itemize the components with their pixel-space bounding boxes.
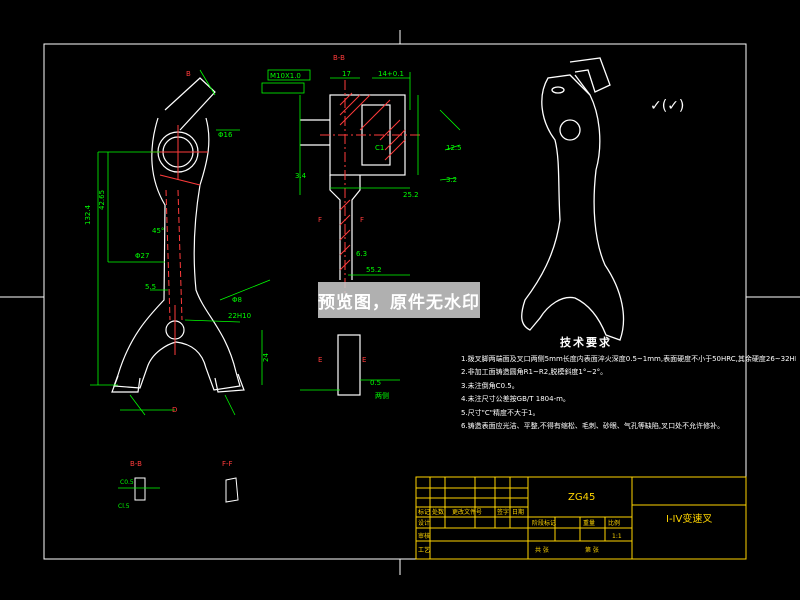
dim-3-2: 3.2	[446, 176, 457, 184]
tb-cell-1: 处数	[432, 508, 444, 516]
svg-text:B-B: B-B	[333, 54, 345, 62]
tb-cell-7: 工艺	[418, 546, 430, 554]
front-view-section-marks: B D	[172, 70, 191, 414]
tech-requirement-2: 2.非加工面铸造圆角R1~R2,脱模斜度1°~2°。	[461, 368, 608, 376]
front-view-centerlines	[150, 125, 208, 355]
dim-55-2: 55.2	[366, 266, 382, 274]
dim-132-4: 132.4	[84, 204, 92, 225]
side-view-dim-labels: M10X1.0 17 14+0.1 12.5 3.2 6.3 55.2 C1 0…	[270, 70, 462, 400]
title-block-part-name: I-IV变速叉	[666, 512, 712, 525]
tech-requirement-5: 5.尺寸"C"精度不大于1。	[461, 408, 540, 417]
dim-42-65: 42.65	[98, 190, 106, 210]
dim-cl5: Cl.5	[118, 503, 130, 510]
svg-text:E: E	[362, 356, 366, 364]
dim-3-4: 3.4	[295, 172, 307, 180]
side-view: M10X1.0 17 14+0.1 12.5 3.2 6.3 55.2 C1 0…	[261, 54, 462, 400]
dim-25-2: 25.2	[403, 191, 419, 199]
tb-cell-11: 1:1	[612, 533, 622, 540]
svg-text:F: F	[360, 216, 364, 224]
tech-requirement-1: 1.拨叉脚两端面及叉口两侧5mm长度内表面淬火深度0.5~1mm,表面硬度不小于…	[461, 354, 796, 363]
title-block	[415, 476, 747, 560]
dim-m10x1: M10X1.0	[270, 72, 301, 80]
dim-phi16: Φ16	[218, 131, 233, 139]
svg-text:F: F	[318, 216, 322, 224]
section-label-two-sides: 两侧	[375, 391, 389, 400]
side-view-outline	[300, 94, 406, 396]
front-view-dimensions	[90, 69, 271, 416]
dim-phi8: Φ8	[232, 296, 242, 304]
dim-c1: C1	[375, 144, 384, 152]
tech-requirement-4: 4.未注尺寸公差按GB/T 1804-m。	[461, 395, 570, 403]
section-view-f: F-F	[222, 460, 239, 503]
tb-cell-8: 阶段标记	[532, 519, 556, 527]
tb-cell-4: 日期	[512, 508, 524, 516]
tech-requirements: 技术要求 1.拨叉脚两端面及叉口两侧5mm长度内表面淬火深度0.5~1mm,表面…	[461, 336, 796, 434]
dim-14-01: 14+0.1	[378, 70, 404, 78]
side-view-section-marks: B-B F F E E	[318, 54, 366, 364]
dim-6-3: 6.3	[356, 250, 367, 258]
isometric-view	[521, 57, 625, 341]
drawing-frame	[0, 30, 800, 575]
title-block-cells: 标记 处数 更改文件号 签字 日期 设计 审核 工艺 阶段标记 重量 比例 1:…	[418, 508, 622, 554]
front-view-dim-labels: 132.4 42.65 Φ16 Φ27 5.5 Φ8 22H10 24 45°	[84, 131, 270, 362]
section-label-b: B-B	[130, 460, 142, 468]
front-view: 132.4 42.65 Φ16 Φ27 5.5 Φ8 22H10 24 45° …	[84, 69, 271, 416]
svg-text:E: E	[318, 356, 322, 364]
tb-cell-9: 重量	[583, 519, 595, 527]
svg-text:D: D	[172, 406, 177, 414]
tb-cell-13: 第 张	[585, 546, 599, 554]
tb-cell-3: 签字	[497, 508, 509, 516]
dim-17: 17	[342, 70, 351, 78]
tech-requirements-title: 技术要求	[560, 336, 612, 349]
side-view-dimensions	[261, 69, 461, 391]
dim-22h10: 22H10	[228, 312, 251, 320]
tb-cell-10: 比例	[608, 519, 620, 527]
dim-phi27: Φ27	[135, 252, 149, 260]
title-block-material: ZG45	[568, 492, 595, 503]
tb-cell-12: 共 张	[535, 546, 549, 554]
tb-cell-0: 标记	[418, 508, 430, 516]
tb-cell-5: 设计	[418, 519, 430, 527]
dim-5-5: 5.5	[145, 283, 156, 291]
dim-24: 24	[262, 353, 270, 362]
side-view-hatch	[320, 80, 420, 300]
section-view-b: B-B C0.5 Cl.5	[118, 460, 160, 510]
tech-requirement-3: 3.未注倒角C0.5。	[461, 381, 519, 390]
dim-c05: C0.5	[120, 479, 134, 486]
preview-watermark: 预览图，原件无水印	[318, 282, 480, 318]
roughness-symbol: ✓(✓)	[650, 98, 684, 114]
dim-12-5: 12.5	[446, 144, 462, 152]
dim-45deg: 45°	[152, 227, 164, 235]
tb-cell-6: 审核	[418, 532, 430, 540]
svg-text:B: B	[186, 70, 191, 78]
dim-0-5: 0.5	[370, 379, 381, 387]
tb-cell-2: 更改文件号	[452, 508, 482, 516]
tech-requirement-6: 6.铸造表面应光洁、平整,不得有缩松、毛刺、砂眼、气孔等缺陷,叉口处不允许修补。	[461, 422, 725, 430]
section-label-f: F-F	[222, 460, 233, 468]
